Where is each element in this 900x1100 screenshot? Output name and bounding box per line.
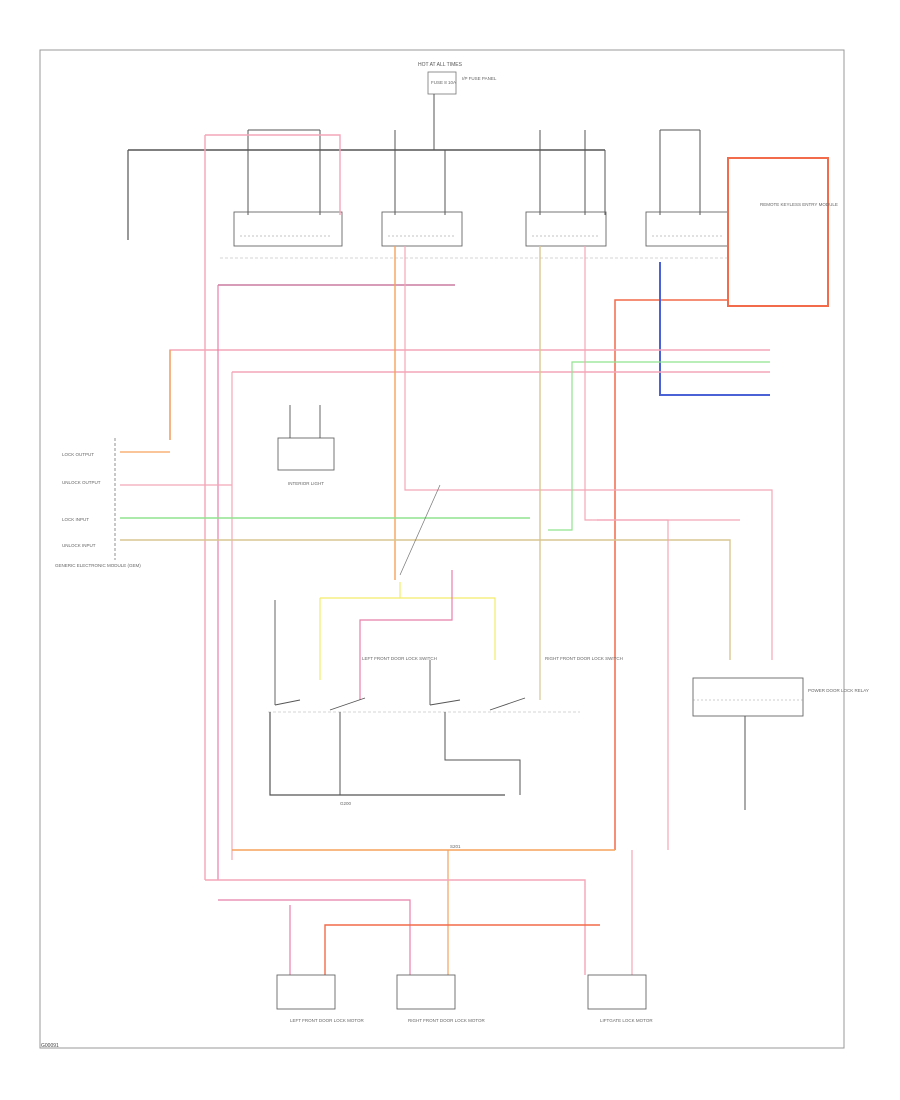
keyless-module-box bbox=[727, 157, 829, 307]
power-lock-relay: POWER DOOR LOCK RELAY bbox=[692, 677, 869, 810]
lt-door-switch-label: LEFT FRONT DOOR LOCK SWITCH bbox=[362, 656, 437, 661]
lt-motor-label: LEFT FRONT DOOR LOCK MOTOR bbox=[290, 1018, 365, 1023]
keyless-module-label: REMOTE KEYLESS ENTRY MODULE bbox=[760, 202, 838, 207]
unlock-output-label: UNLOCK OUTPUT bbox=[62, 480, 101, 485]
unlock-input-label: UNLOCK INPUT bbox=[62, 543, 96, 548]
ground-label: G200 bbox=[340, 801, 352, 806]
liftgate-motor-label: LIFTGATE LOCK MOTOR bbox=[600, 1018, 653, 1023]
rt-motor-label: RIGHT FRONT DOOR LOCK MOTOR bbox=[408, 1018, 486, 1023]
fuse-panel-label: I/P FUSE PANEL bbox=[462, 76, 497, 81]
interior-light-label: INTERIOR LIGHT bbox=[288, 481, 324, 486]
rt-front-lock-motor: RIGHT FRONT DOOR LOCK MOTOR bbox=[396, 974, 486, 1023]
fuse-ref-label: FUSE 8 10A bbox=[431, 80, 456, 85]
wire-blue bbox=[659, 262, 770, 396]
fuse-panel-top: HOT AT ALL TIMES FUSE 8 10A I/P FUSE PAN… bbox=[418, 62, 497, 150]
hot-label: HOT AT ALL TIMES bbox=[418, 62, 463, 68]
footer-code: G00091 bbox=[41, 1043, 59, 1049]
relay-box-label: POWER DOOR LOCK RELAY bbox=[808, 688, 869, 693]
relay-block-2 bbox=[381, 211, 463, 247]
relay-block-1 bbox=[233, 211, 343, 247]
liftgate-lock-motor: LIFTGATE LOCK MOTOR bbox=[587, 974, 653, 1023]
gem-module: LOCK OUTPUT UNLOCK OUTPUT LOCK INPUT UNL… bbox=[55, 438, 232, 568]
relay-block-4 bbox=[645, 211, 729, 247]
splice-label: S201 bbox=[450, 844, 461, 849]
door-switch-area: LEFT FRONT DOOR LOCK SWITCH RIGHT FRONT … bbox=[268, 560, 623, 806]
lock-input-label: LOCK INPUT bbox=[62, 517, 89, 522]
relay-block-3 bbox=[525, 211, 607, 247]
rt-door-switch-label: RIGHT FRONT DOOR LOCK SWITCH bbox=[545, 656, 623, 661]
lt-front-lock-motor: LEFT FRONT DOOR LOCK MOTOR bbox=[276, 974, 365, 1023]
interior-light-relay: INTERIOR LIGHT bbox=[277, 405, 335, 486]
diagram-border bbox=[39, 49, 845, 1049]
lock-output-label: LOCK OUTPUT bbox=[62, 452, 94, 457]
gem-module-label: GENERIC ELECTRONIC MODULE (GEM) bbox=[55, 563, 141, 568]
